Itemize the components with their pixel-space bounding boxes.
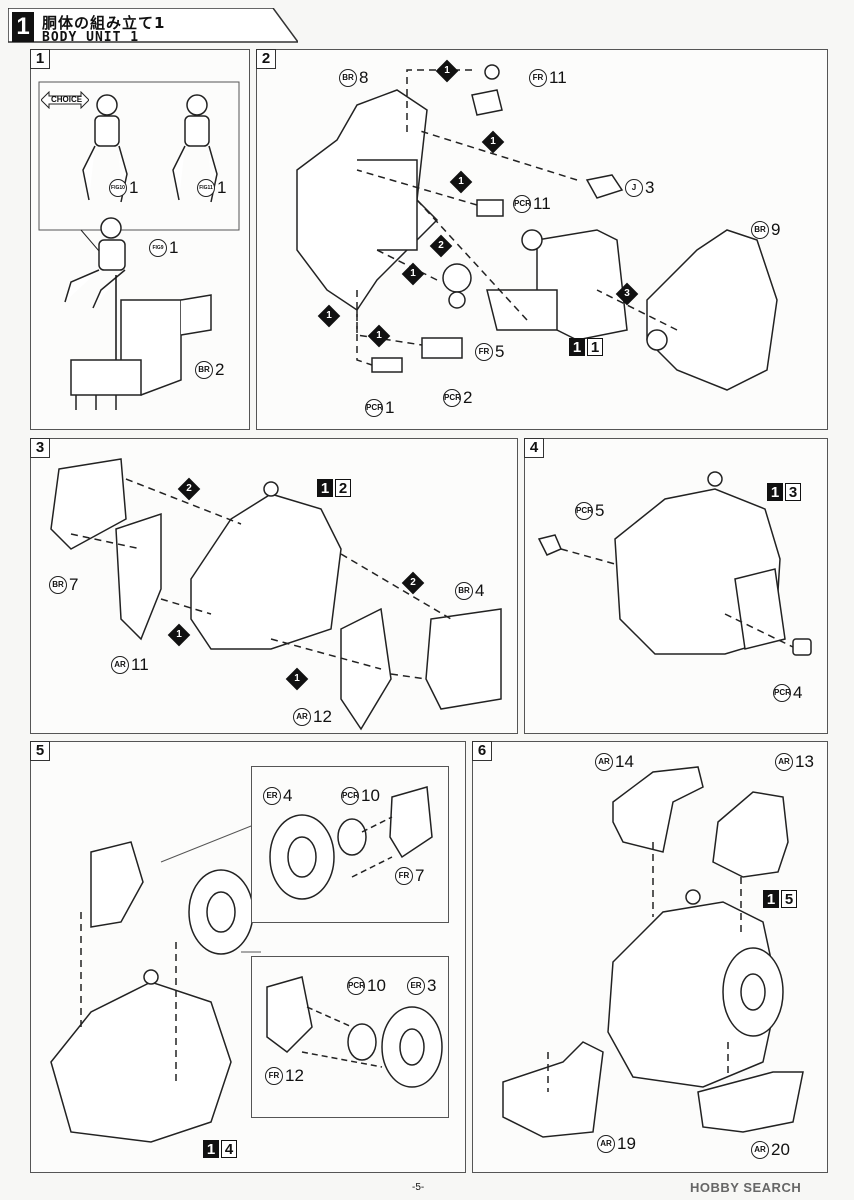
choice-arrow-icon	[41, 91, 89, 109]
panel-2-illustration	[296, 64, 778, 391]
step-marker: 2	[429, 234, 453, 258]
panel-number: 6	[472, 741, 492, 761]
panel-5: 5	[30, 741, 466, 1173]
step-marker: 1	[449, 170, 473, 194]
watermark-logo: HOBBY SEARCH	[690, 1180, 802, 1195]
step-marker: 2	[177, 477, 201, 501]
panel-4-illustration	[537, 471, 812, 656]
panel-3-illustration	[50, 458, 502, 731]
section-number: 1	[12, 12, 34, 42]
step-marker: 1	[481, 130, 505, 154]
section-title-en: BODY UNIT 1	[42, 30, 140, 45]
header-tab-shape	[8, 8, 298, 43]
panel-number: 3	[30, 438, 50, 458]
panel-6-illustration	[502, 766, 804, 1138]
choice-label: CHOICE	[51, 95, 83, 104]
panel-number: 2	[256, 49, 276, 69]
panel-2: 2	[256, 49, 828, 430]
panel-number: 4	[524, 438, 544, 458]
step-marker: 3	[615, 282, 639, 306]
step-marker: 1	[167, 623, 191, 647]
step-marker: 1	[317, 304, 341, 328]
step-marker: 1	[367, 324, 391, 348]
inset-er3-illustration	[266, 976, 443, 1088]
step-marker: 2	[401, 571, 425, 595]
step-marker: 1	[401, 262, 425, 286]
pilot-choice-illustration	[38, 81, 240, 410]
page-number: -5-	[412, 1182, 425, 1193]
step-marker: 1	[435, 59, 459, 83]
step-marker: 1	[285, 667, 309, 691]
section-header	[8, 8, 298, 46]
inset-er4-illustration	[269, 786, 433, 900]
section-title-jp: 胴体の組み立て1	[42, 14, 166, 32]
panel-number: 5	[30, 741, 50, 761]
panel-number: 1	[30, 49, 50, 69]
panel-5-illustration	[50, 821, 262, 1143]
